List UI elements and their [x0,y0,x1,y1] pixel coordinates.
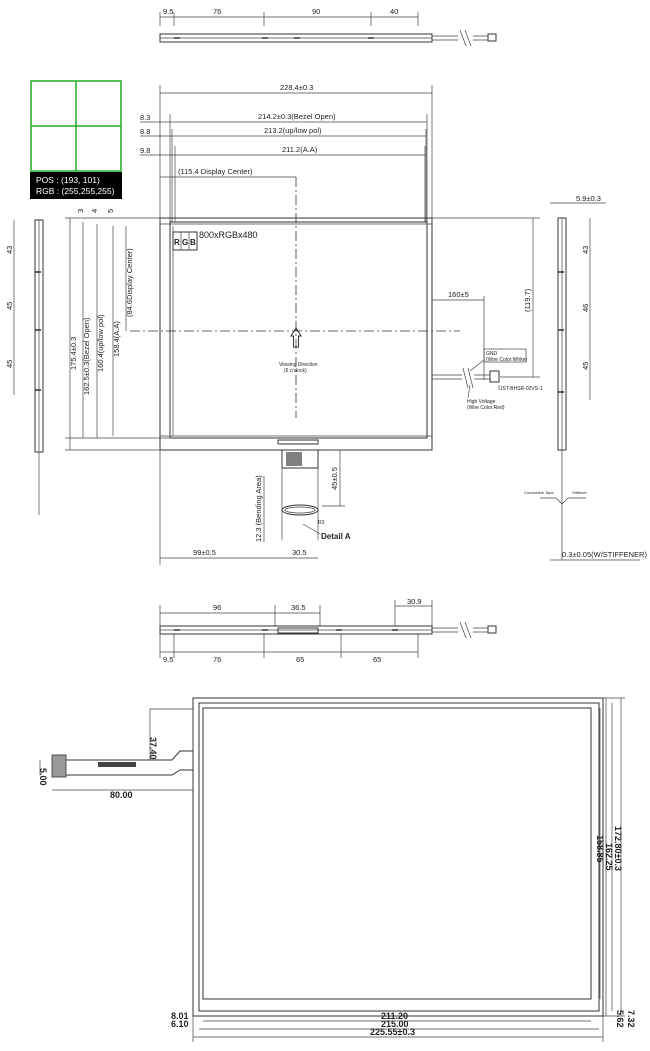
zoom-grid-overlay [30,80,122,172]
bottom-dim-76: 76 [213,655,221,664]
dim-162-5-bezel: 162.5±0.3(Bezel Open) [82,317,91,395]
rgb-readout: RGB : (255,255,255) [36,186,115,196]
dim-228-4: 228.4±0.3 [280,83,313,92]
rgb-g: G [182,238,188,247]
dim-30-5: 30.5 [292,548,307,557]
display-center-x: (115.4 Display Center) [178,167,253,176]
gnd-label: GND [486,351,498,357]
dim-213-2-pol: 213.2(up/low pol) [264,126,322,135]
bottom-side-view: 96 36.5 30.9 9.5 76 65 65 [159,597,497,664]
right-dim-46: 46 [581,304,590,312]
touch-mid-outline [198,702,600,1012]
bottom-dim-65a: 65 [296,655,304,664]
pixel-info-tooltip: POS : (193, 101) RGB : (255,255,255) [30,172,122,199]
right-dim-43: 43 [581,246,590,254]
height-162-25: 162.25 [604,843,614,871]
touch-panel-drawing: 37.40 5.00 80.00 172.80±0.3 162.25 158.8… [38,697,636,1042]
dim-175-4: 175.4±0.3 [69,337,78,370]
top-dim-76: 76 [213,7,221,16]
right-offset-5-62: 5.62 [615,1010,625,1028]
width-211-20: 211.20 [381,1011,408,1021]
offset-8-8: 8.8 [140,127,150,136]
left-dim-43: 43 [5,246,14,254]
left-dim-45b: 45 [5,360,14,368]
dim-214-2-bezel: 214.2±0.3(Bezel Open) [258,112,336,121]
bottom-dim-36-5: 36.5 [291,603,306,612]
cable-dim: 160±5 [448,290,469,299]
offset-8-3: 8.3 [140,113,150,122]
r3-label: R3 [318,520,325,526]
bezel-open [169,221,428,439]
tail-offset-dim: 37.40 [148,737,158,760]
top-dim-9-5: 9.5 [163,7,173,16]
stiffener-dim: 0.3±0.05(W/STIFFENER) [562,550,647,559]
right-top-dim: 5.9±0.3 [576,194,601,203]
detail-a-label: Detail A [321,532,351,541]
rgb-r: R [174,238,180,247]
hv-label: High Voltage [467,399,496,405]
right-side-view: 5.9±0.3 43 46 45 Conductive Tape Stiffen… [524,194,647,561]
resolution-label: 800xRGBx480 [199,230,258,240]
connector-label: JST-BHSR-02VS-1 [500,386,543,392]
offset-4: 4 [90,209,99,213]
left-offset-8-01: 8.01 [171,1011,189,1021]
left-dim-45a: 45 [5,302,14,310]
bending-area: 12.3 (Bending Area) [254,475,263,542]
viewing-direction: Viewing Direction [279,362,318,368]
left-offset-6-10: 6.10 [171,1019,189,1029]
top-dim-90: 90 [312,7,320,16]
width-225-55: 225.55±0.3 [370,1027,415,1037]
dim-99: 99±0.5 [193,548,216,557]
dim-158-4-aa: 158.4(A.A) [112,321,121,357]
hv-color: (Wire Color:Red) [467,405,505,411]
gnd-color: (Wire Color:White) [486,357,527,363]
display-center-y: (84.6Display Center) [125,248,134,317]
right-offset-7-32: 7.32 [626,1010,636,1028]
detail-stiffener: Stiffener [572,490,587,495]
top-side-view: 9.5 76 90 40 [159,7,497,47]
height-158-85: 158.85 [595,835,605,863]
front-view: 228.4±0.3 214.2±0.3(Bezel Open) 8.3 213.… [65,83,543,565]
dim-160-4-pol: 160.4(up/low pol) [96,314,105,372]
right-dim-45: 45 [581,362,590,370]
width-215-00: 215.00 [381,1019,409,1029]
left-side-view: 43 45 45 [5,219,44,515]
touch-active-outline [202,707,592,1000]
detail-conductive-tape: Conductive Tape [524,490,555,495]
bottom-dim-30-9: 30.9 [407,597,422,606]
bottom-dim-65b: 65 [373,655,381,664]
offset-9-8: 9.8 [140,146,150,155]
bottom-dim-96: 96 [213,603,221,612]
height-172-80: 172.80±0.3 [613,826,623,871]
fpc-dim: 45±0.5 [330,467,339,490]
tail-width-dim: 5.00 [38,768,48,786]
rgb-b: B [190,238,196,247]
bottom-dim-9-5: 9.5 [163,655,173,664]
offset-5: 5 [106,209,115,213]
right-dim-119-7: (119.7) [523,288,532,312]
viewing-clock: (6 o'clock) [284,368,307,374]
offset-3: 3 [76,209,85,213]
top-dim-40: 40 [390,7,398,16]
tail-length-dim: 80.00 [110,790,133,800]
pos-readout: POS : (193, 101) [36,175,100,185]
touch-outer-outline [192,697,604,1017]
zoom-grid [30,80,122,172]
dim-211-2-aa: 211.2(A.A) [282,145,318,154]
